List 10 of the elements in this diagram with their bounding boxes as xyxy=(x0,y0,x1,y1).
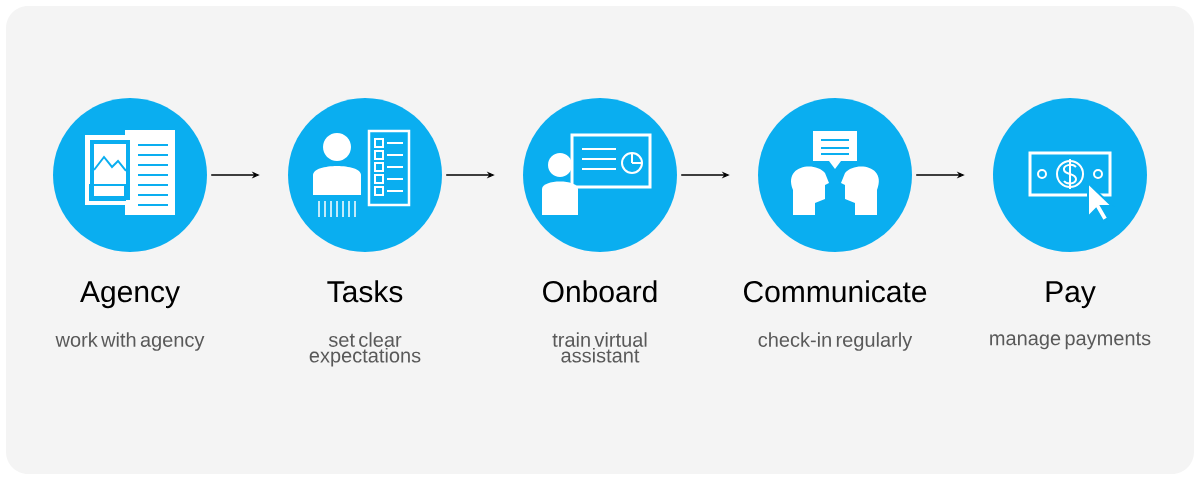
step-title: Pay xyxy=(1046,281,1096,309)
step-description: work with agency xyxy=(55,332,205,351)
step-description: set clear expectations xyxy=(309,332,421,367)
step-title: Tasks xyxy=(327,280,403,303)
step-description: manage payments xyxy=(990,332,1151,350)
step-title: Communicate xyxy=(744,280,927,303)
step-title: Onboard xyxy=(543,280,657,303)
step-title: Agency xyxy=(80,281,180,309)
step-description: check-in regularly xyxy=(758,332,913,351)
step-description: train virtual assistant xyxy=(552,332,647,363)
